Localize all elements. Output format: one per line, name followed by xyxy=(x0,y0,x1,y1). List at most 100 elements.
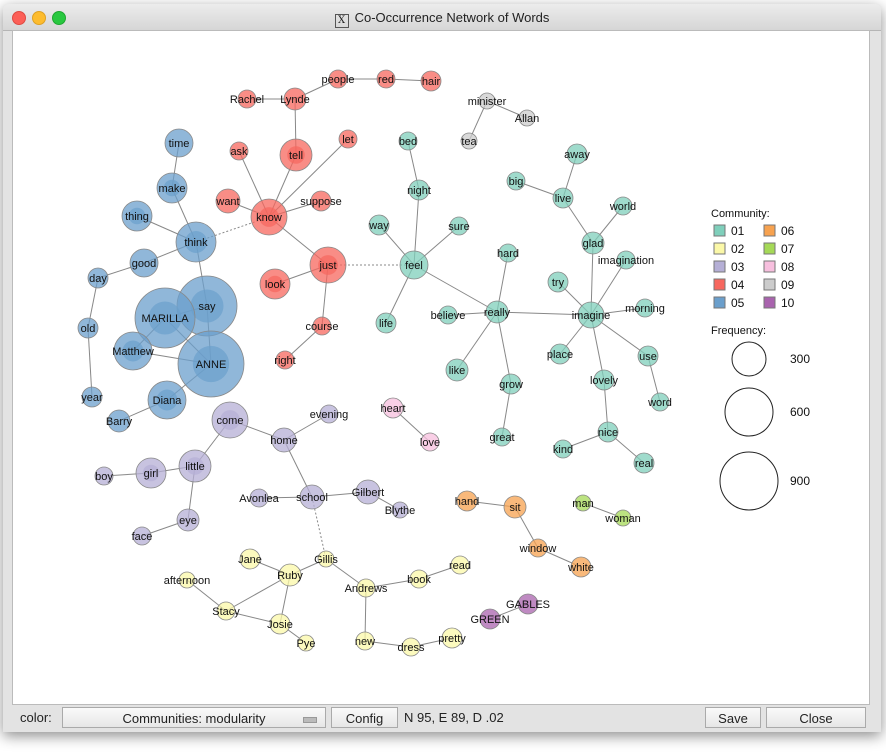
node-make[interactable]: make xyxy=(156,172,188,204)
node-hard[interactable]: hard xyxy=(497,243,519,263)
node-red[interactable]: red xyxy=(376,69,396,89)
node-circle[interactable] xyxy=(269,613,291,635)
node-live[interactable]: live xyxy=(552,187,574,209)
node-year[interactable]: year xyxy=(81,386,103,408)
node-circle[interactable] xyxy=(420,70,442,92)
node-circle[interactable] xyxy=(338,129,358,149)
node-life[interactable]: life xyxy=(375,312,397,334)
node-right[interactable]: right xyxy=(274,350,296,370)
node-circle[interactable] xyxy=(376,69,396,89)
node-Allan[interactable]: Allan xyxy=(515,109,539,127)
node-big[interactable]: big xyxy=(506,171,526,191)
node-suppose[interactable]: suppose xyxy=(300,190,342,212)
node-woman[interactable]: woman xyxy=(604,509,641,527)
node-circle[interactable] xyxy=(81,386,103,408)
node-circle[interactable] xyxy=(478,92,496,110)
node-Avonlea[interactable]: Avonlea xyxy=(239,488,280,508)
node-Rachel[interactable]: Rachel xyxy=(230,89,264,109)
node-circle[interactable] xyxy=(215,188,241,214)
node-circle[interactable] xyxy=(500,373,522,395)
node-let[interactable]: let xyxy=(338,129,358,149)
node-believe[interactable]: believe xyxy=(431,305,466,325)
node-thing[interactable]: thing xyxy=(121,200,153,232)
node-Stacy[interactable]: Stacy xyxy=(212,601,240,621)
node-circle[interactable] xyxy=(271,427,297,453)
node-circle[interactable] xyxy=(566,143,588,165)
node-circle[interactable] xyxy=(613,196,633,216)
node-circle[interactable] xyxy=(492,427,512,447)
node-circle[interactable] xyxy=(547,271,569,293)
node-circle[interactable] xyxy=(597,421,619,443)
node-circle[interactable] xyxy=(479,608,501,630)
node-circle[interactable] xyxy=(239,548,261,570)
color-select[interactable]: Communities: modularity xyxy=(62,707,326,728)
node-girl[interactable]: girl xyxy=(135,457,167,489)
node-circle[interactable] xyxy=(297,634,315,652)
node-day[interactable]: day xyxy=(87,267,109,289)
node-circle[interactable] xyxy=(398,131,418,151)
node-evening[interactable]: evening xyxy=(310,404,349,424)
node-circle[interactable] xyxy=(552,187,574,209)
node-circle[interactable] xyxy=(441,627,463,649)
node-know[interactable]: know xyxy=(250,198,288,236)
node-circle[interactable] xyxy=(229,141,249,161)
node-circle[interactable] xyxy=(518,109,536,127)
node-world[interactable]: world xyxy=(609,196,636,216)
node-away[interactable]: away xyxy=(564,143,590,165)
node-night[interactable]: night xyxy=(407,179,431,201)
node-feel[interactable]: feel xyxy=(399,250,429,280)
node-home[interactable]: home xyxy=(270,427,298,453)
node-think[interactable]: think xyxy=(175,221,217,263)
node-man[interactable]: man xyxy=(572,494,594,512)
node-circle[interactable] xyxy=(164,128,194,158)
node-imagination[interactable]: imagination xyxy=(598,250,654,270)
node-lovely[interactable]: lovely xyxy=(590,369,619,391)
node-circle[interactable] xyxy=(581,231,605,255)
node-circle[interactable] xyxy=(399,250,429,280)
node-want[interactable]: want xyxy=(215,188,241,214)
node-Diana[interactable]: Diana xyxy=(147,380,187,420)
node-circle[interactable] xyxy=(312,316,332,336)
node-new[interactable]: new xyxy=(355,631,375,651)
node-sit[interactable]: sit xyxy=(503,495,527,519)
node-imagine[interactable]: imagine xyxy=(572,301,611,329)
node-circle[interactable] xyxy=(420,432,440,452)
node-circle[interactable] xyxy=(409,569,429,589)
node-little[interactable]: little xyxy=(178,449,212,483)
node-Ruby[interactable]: Ruby xyxy=(277,563,303,587)
node-place[interactable]: place xyxy=(547,343,573,365)
node-face[interactable]: face xyxy=(132,526,153,546)
node-time[interactable]: time xyxy=(164,128,194,158)
node-Lynde[interactable]: Lynde xyxy=(280,87,310,111)
node-real[interactable]: real xyxy=(633,452,655,474)
node-circle[interactable] xyxy=(178,571,196,589)
node-circle[interactable] xyxy=(570,556,592,578)
node-circle[interactable] xyxy=(94,466,114,486)
node-circle[interactable] xyxy=(616,250,636,270)
node-GABLES[interactable]: GABLES xyxy=(506,593,550,615)
node-come[interactable]: come xyxy=(211,401,249,439)
node-really[interactable]: really xyxy=(484,300,511,324)
node-book[interactable]: book xyxy=(407,569,431,589)
node-circle[interactable] xyxy=(249,488,269,508)
node-circle[interactable] xyxy=(368,214,390,236)
node-morning[interactable]: morning xyxy=(625,298,665,318)
node-circle[interactable] xyxy=(614,509,632,527)
node-Matthew[interactable]: Matthew xyxy=(112,331,154,371)
node-circle[interactable] xyxy=(382,397,404,419)
node-try[interactable]: try xyxy=(547,271,569,293)
node-circle[interactable] xyxy=(650,392,670,412)
close-button[interactable]: Close xyxy=(766,707,866,728)
node-Gilbert[interactable]: Gilbert xyxy=(352,479,384,505)
node-circle[interactable] xyxy=(328,69,348,89)
close-window-button[interactable] xyxy=(12,11,26,25)
node-kind[interactable]: kind xyxy=(553,439,573,459)
node-circle[interactable] xyxy=(456,490,478,512)
node-hair[interactable]: hair xyxy=(420,70,442,92)
node-school[interactable]: school xyxy=(296,484,328,510)
node-course[interactable]: course xyxy=(305,316,339,336)
node-circle[interactable] xyxy=(278,563,302,587)
node-circle[interactable] xyxy=(450,555,470,575)
node-word[interactable]: word xyxy=(647,392,672,412)
node-circle[interactable] xyxy=(577,301,605,329)
